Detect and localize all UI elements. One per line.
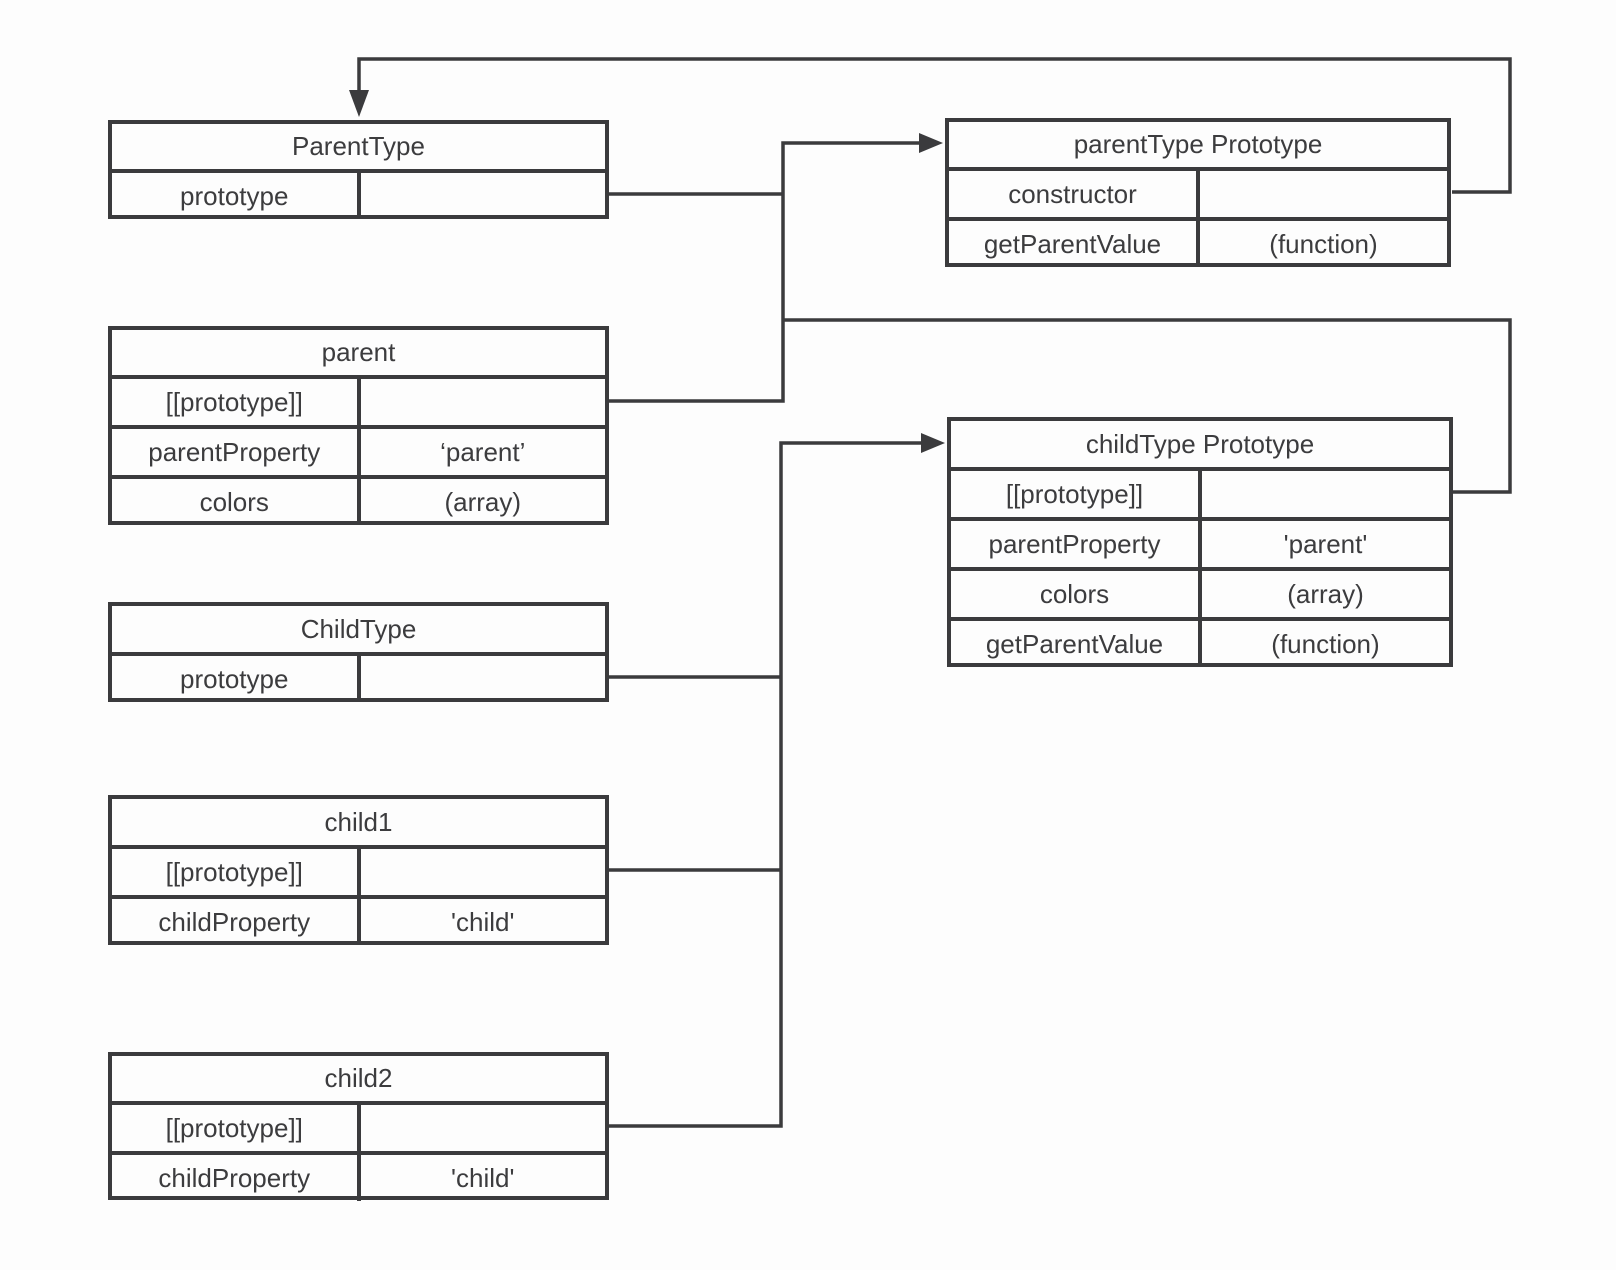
property-value [1196, 171, 1447, 217]
box-child-type-prototype: childType Prototype [[prototype]] parent… [947, 417, 1453, 667]
box-parent-type-prototype: parentType Prototype constructor getPare… [945, 118, 1451, 267]
box-child1: child1 [[prototype]] childProperty 'chil… [108, 795, 609, 945]
arrow-childtypeproto-prototype [783, 318, 1512, 494]
property-key: childProperty [158, 1163, 311, 1193]
property-key: [[prototype]] [1005, 479, 1144, 509]
table-row: getParentValue (function) [951, 617, 1449, 667]
table-row: [[prototype]] [112, 1101, 605, 1151]
property-value: (array) [1198, 571, 1449, 617]
property-value: 'child' [356, 899, 606, 945]
table-row: [[prototype]] [112, 845, 605, 895]
property-value: (function) [1198, 621, 1449, 667]
table-row: childProperty 'child' [112, 1151, 605, 1201]
box-child1-title: child1 [324, 807, 393, 837]
table-row: colors (array) [112, 475, 605, 525]
property-key: colors [199, 487, 269, 517]
property-key: constructor [1008, 179, 1137, 209]
box-parent-type: ParentType prototype [108, 120, 609, 219]
property-key: [[prototype]] [165, 1113, 303, 1143]
arrowhead-down-parenttype [349, 90, 369, 117]
property-value [356, 1105, 606, 1151]
arrowhead-right-childtype-prototype [921, 433, 945, 453]
property-key: parentProperty [148, 437, 321, 467]
property-value: 'child' [356, 1155, 606, 1201]
table-row: [[prototype]] [112, 375, 605, 425]
property-key: getParentValue [983, 229, 1162, 259]
property-value [356, 849, 606, 895]
box-child-type-prototype-title: childType Prototype [1085, 429, 1315, 459]
table-row: colors (array) [951, 567, 1449, 617]
box-child2-title: child2 [324, 1063, 393, 1093]
property-key: childProperty [158, 907, 311, 937]
property-key: parentProperty [988, 529, 1161, 559]
box-child2: child2 [[prototype]] childProperty 'chil… [108, 1052, 609, 1201]
table-row: childProperty 'child' [112, 895, 605, 945]
box-parent: parent [[prototype]] parentProperty ‘par… [108, 326, 609, 525]
arrow-parent-prototype [609, 141, 919, 403]
table-row: constructor [949, 167, 1447, 217]
property-value: 'parent' [1198, 521, 1449, 567]
box-parent-type-prototype-title: parentType Prototype [1073, 129, 1323, 159]
property-key: prototype [180, 181, 289, 211]
property-key: colors [1039, 579, 1110, 609]
table-row: getParentValue (function) [949, 217, 1447, 267]
box-child-type-title: ChildType [300, 614, 417, 644]
property-value [356, 173, 606, 219]
property-value: (function) [1196, 221, 1447, 267]
property-key: prototype [180, 664, 289, 694]
property-key: getParentValue [985, 629, 1164, 659]
property-value: (array) [356, 479, 606, 525]
arrowhead-right-parenttype-prototype [919, 133, 943, 153]
arrow-child2-prototype [609, 441, 921, 1128]
arrow-constructor-to-parenttype [357, 57, 1512, 194]
table-row: parentProperty ‘parent’ [112, 425, 605, 475]
property-value [356, 656, 606, 702]
box-parent-title: parent [321, 337, 396, 367]
table-row: prototype [112, 169, 605, 219]
table-row: parentProperty 'parent' [951, 517, 1449, 567]
property-key: [[prototype]] [165, 387, 303, 417]
property-value [356, 379, 606, 425]
box-parent-type-title: ParentType [292, 131, 425, 161]
property-key: [[prototype]] [165, 857, 303, 887]
table-row: [[prototype]] [951, 467, 1449, 517]
table-row: prototype [112, 652, 605, 702]
property-value: ‘parent’ [356, 429, 606, 475]
property-value [1198, 471, 1449, 517]
box-child-type: ChildType prototype [108, 602, 609, 702]
